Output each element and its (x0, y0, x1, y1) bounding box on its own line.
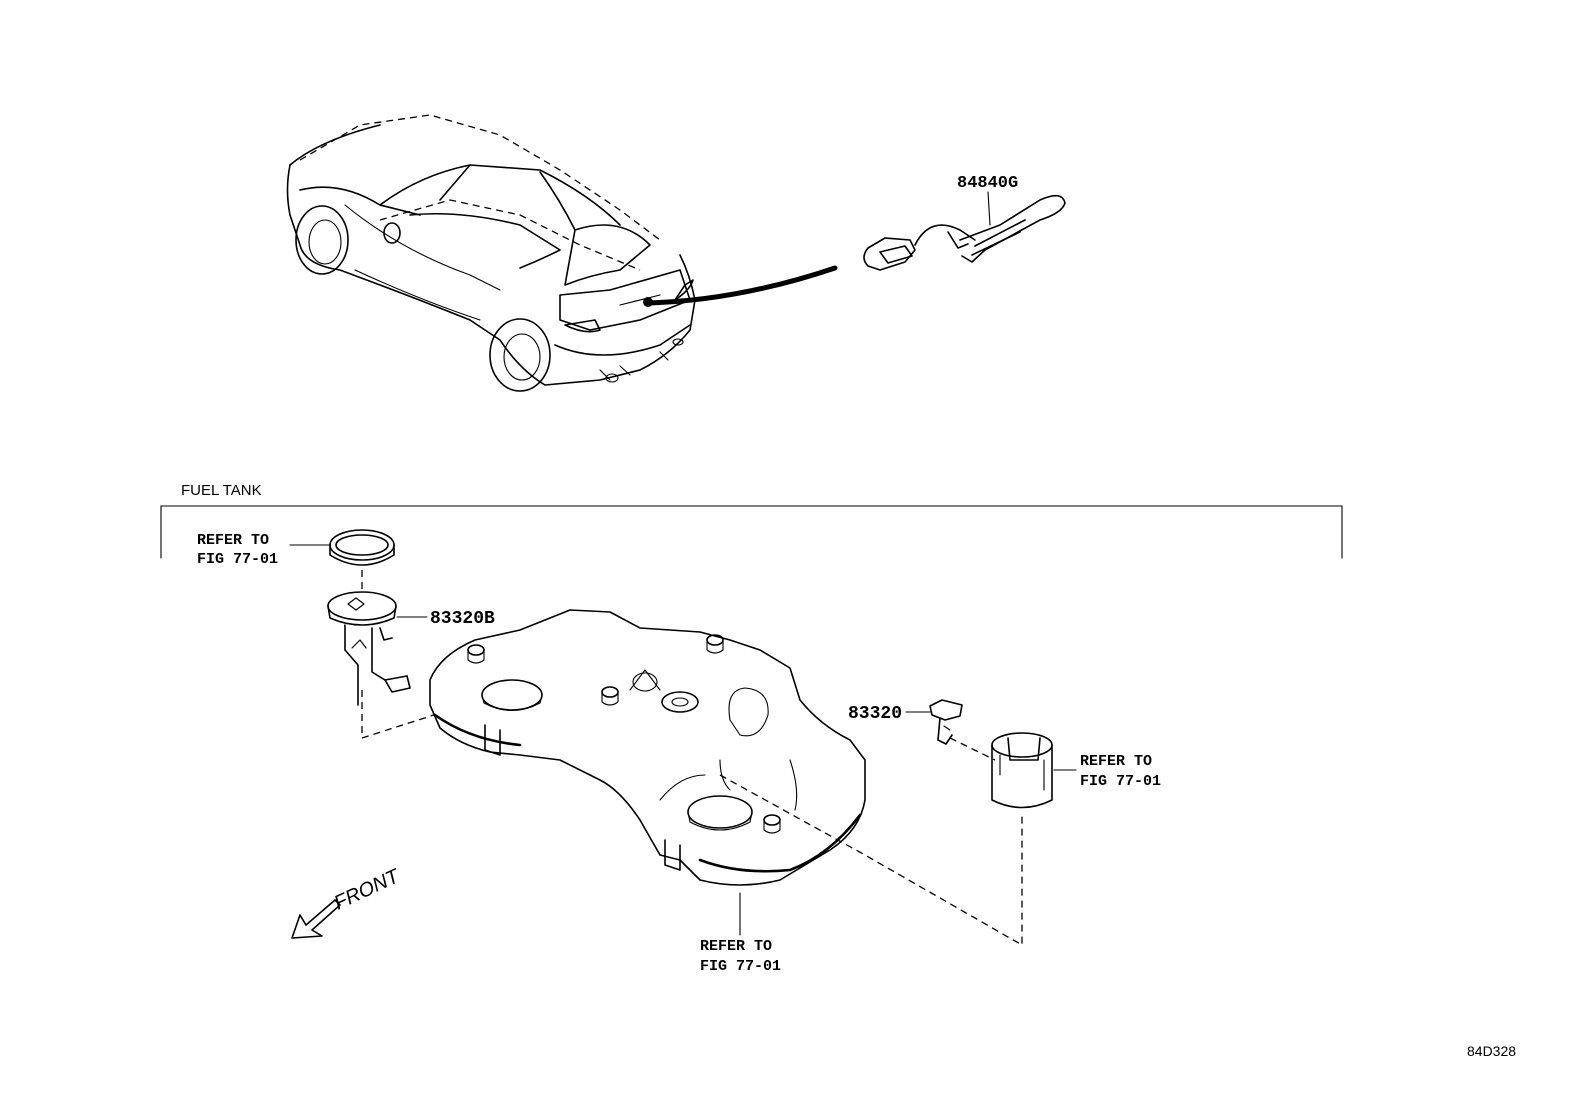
part-number-84840g: 84840G (957, 174, 1018, 193)
sender-to-cup-dash (949, 737, 996, 761)
part-number-83320: 83320 (848, 704, 902, 724)
fuel-sender-part (929, 699, 963, 745)
front-label: FRONT (331, 865, 404, 915)
fuel-tank-part (429, 609, 866, 886)
pump-cup-part (991, 732, 1053, 809)
refer-tank-line1: REFER TO (700, 938, 772, 955)
refer-cup-line2: FIG 77-01 (1080, 773, 1161, 790)
section-title: FUEL TANK (181, 482, 262, 499)
wiring-harness-part (863, 191, 1066, 271)
car-illustration (286, 114, 696, 392)
tank-to-cup-dash (719, 774, 1023, 947)
section-bracket (160, 505, 1343, 559)
harness-leader-line (647, 265, 838, 306)
retainer-ring-part (329, 529, 395, 566)
refer-tank-line2: FIG 77-01 (700, 958, 781, 975)
figure-code: 84D328 (1467, 1043, 1516, 1059)
refer-cup-line1: REFER TO (1080, 753, 1152, 770)
refer-retainer-line1: REFER TO (197, 532, 269, 549)
part-number-83320b: 83320B (430, 609, 495, 629)
front-direction-arrow (291, 899, 341, 939)
fuel-pump-module-part (327, 591, 411, 706)
refer-retainer-line2: FIG 77-01 (197, 551, 278, 568)
